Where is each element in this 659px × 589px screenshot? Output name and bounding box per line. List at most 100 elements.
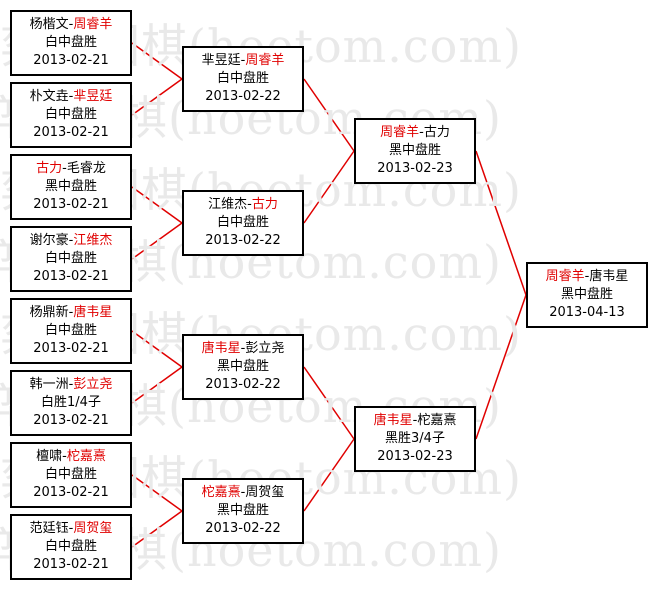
- match-players: 檀啸-柁嘉熹: [36, 448, 106, 466]
- player-separator: -: [240, 485, 246, 500]
- match-result: 黑中盘胜: [388, 143, 441, 158]
- match-date: 2013-02-22: [205, 233, 281, 248]
- bracket-connector: [131, 222, 183, 260]
- player-name: 柁嘉熹: [66, 449, 106, 464]
- bracket-connector: [475, 150, 527, 296]
- match-date: 2013-02-21: [33, 197, 109, 212]
- player-separator: -: [412, 413, 418, 428]
- match-players: 朴文垚-芈昱廷: [30, 88, 113, 106]
- player-separator: -: [68, 521, 74, 536]
- match-result: 白中盘胜: [216, 71, 269, 86]
- match-result: 白中盘胜: [44, 467, 97, 482]
- player-name: 谢尔豪: [29, 233, 69, 248]
- match-result: 白中盘胜: [216, 215, 269, 230]
- player-name: 柁嘉熹: [417, 413, 457, 428]
- player-name: 江维杰: [208, 197, 248, 212]
- player-name: 唐韦星: [589, 269, 629, 284]
- match-date: 2013-02-21: [33, 53, 109, 68]
- match-players: 谢尔豪-江维杰: [30, 232, 113, 250]
- match-date: 2013-02-22: [205, 521, 281, 536]
- player-name: 周睿羊: [245, 53, 285, 68]
- match-result: 黑中盘胜: [216, 503, 269, 518]
- player-name: 周贺玺: [245, 485, 285, 500]
- match-players: 杨鼎新-唐韦星: [30, 304, 113, 322]
- player-separator: -: [68, 305, 74, 320]
- match-result: 白中盘胜: [44, 107, 97, 122]
- player-separator: -: [62, 449, 67, 464]
- match-date: 2013-02-22: [205, 89, 281, 104]
- match-players: 杨楷文-周睿羊: [30, 16, 113, 34]
- match-date: 2013-02-21: [33, 485, 109, 500]
- player-separator: -: [240, 341, 246, 356]
- match-date: 2013-02-23: [377, 449, 453, 464]
- player-name: 杨楷文: [29, 17, 69, 32]
- match-date: 2013-02-21: [33, 269, 109, 284]
- player-name: 周睿羊: [73, 17, 113, 32]
- player-name: 周睿羊: [380, 125, 420, 140]
- player-name: 唐韦星: [73, 305, 113, 320]
- player-separator: -: [68, 89, 74, 104]
- match-players: 范廷钰-周贺玺: [30, 520, 113, 538]
- bracket-connector: [475, 294, 527, 440]
- player-name: 唐韦星: [373, 413, 413, 428]
- player-name: 唐韦星: [201, 341, 241, 356]
- player-separator: -: [68, 377, 74, 392]
- match-result: 白中盘胜: [44, 539, 97, 554]
- player-separator: -: [68, 17, 74, 32]
- player-separator: -: [68, 233, 74, 248]
- match-date: 2013-04-13: [549, 305, 625, 320]
- player-name: 柁嘉熹: [201, 485, 241, 500]
- bracket-connector: [303, 366, 355, 440]
- match-result: 黑中盘胜: [216, 359, 269, 374]
- match-players: 柁嘉熹-周贺玺: [202, 484, 285, 502]
- player-separator: -: [419, 125, 424, 140]
- bracket-connector: [131, 42, 183, 80]
- match-box: 周睿羊-唐韦星黑中盘胜 2013-04-13: [526, 262, 648, 328]
- player-name: 彭立尧: [73, 377, 113, 392]
- match-players: 周睿羊-唐韦星: [546, 268, 629, 286]
- bracket-connector: [303, 78, 355, 152]
- match-date: 2013-02-21: [33, 413, 109, 428]
- player-separator: -: [247, 197, 252, 212]
- match-result: 黑胜3/4子: [385, 431, 445, 446]
- bracket-connector: [131, 366, 183, 404]
- match-result: 白中盘胜: [44, 323, 97, 338]
- bracket-connector: [131, 474, 183, 512]
- player-separator: -: [62, 161, 67, 176]
- player-name: 毛睿龙: [66, 161, 106, 176]
- match-players: 江维杰-古力: [208, 196, 278, 214]
- match-result: 黑中盘胜: [44, 179, 97, 194]
- match-date: 2013-02-23: [377, 161, 453, 176]
- player-name: 朴文垚: [29, 89, 69, 104]
- bracket-connector: [303, 438, 355, 512]
- match-result: 黑中盘胜: [560, 287, 613, 302]
- player-name: 芈昱廷: [73, 89, 113, 104]
- match-players: 芈昱廷-周睿羊: [202, 52, 285, 70]
- match-result: 白胜1/4子: [41, 395, 101, 410]
- bracket-connector: [131, 510, 183, 548]
- match-box: 芈昱廷-周睿羊白中盘胜 2013-02-22: [182, 46, 304, 112]
- player-name: 古力: [423, 125, 450, 140]
- match-players: 唐韦星-彭立尧: [202, 340, 285, 358]
- match-box: 唐韦星-柁嘉熹黑胜3/4子 2013-02-23: [354, 406, 476, 472]
- bracket-connector: [303, 150, 355, 224]
- player-name: 范廷钰: [29, 521, 69, 536]
- player-name: 彭立尧: [245, 341, 285, 356]
- player-name: 韩一洲: [29, 377, 69, 392]
- player-name: 周贺玺: [73, 521, 113, 536]
- player-name: 杨鼎新: [29, 305, 69, 320]
- player-name: 江维杰: [73, 233, 113, 248]
- player-name: 周睿羊: [545, 269, 585, 284]
- player-name: 檀啸: [36, 449, 63, 464]
- player-name: 古力: [251, 197, 278, 212]
